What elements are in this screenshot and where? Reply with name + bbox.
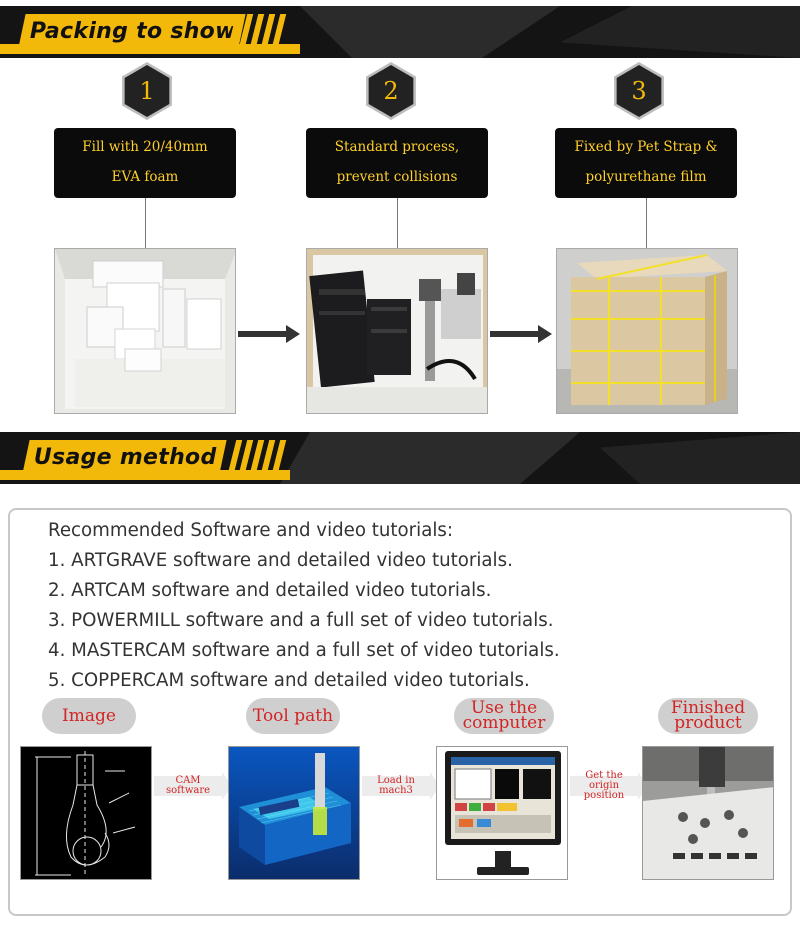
- wrapped-crate-photo: [556, 248, 738, 414]
- step-3-line1: Fixed by Pet Strap &: [574, 139, 718, 155]
- tool-path-image: [228, 746, 360, 880]
- step-box-3: Fixed by Pet Strap & polyurethane film: [555, 128, 737, 198]
- hook-drawing-image: [20, 746, 152, 880]
- software-intro: Recommended Software and video tutorials…: [48, 520, 454, 541]
- banner-stripes: [227, 14, 287, 48]
- usage-title: Usage method: [22, 440, 227, 474]
- eva-foam-photo: [54, 248, 236, 414]
- usage-banner: Usage method: [0, 432, 800, 484]
- connector-line: [646, 198, 647, 248]
- packing-banner: Packing to show: [0, 6, 800, 58]
- connector-load-mach3: Load in mach3: [362, 772, 440, 800]
- stage-label-tool-path: Tool path: [246, 698, 340, 734]
- software-item: 2. ARTCAM software and detailed video tu…: [48, 580, 492, 601]
- arrow-right-2: [490, 325, 552, 343]
- finished-product-image: [642, 746, 774, 880]
- step-3-line2: polyurethane film: [585, 169, 707, 185]
- step-1-line2: EVA foam: [111, 169, 179, 185]
- step-2-line2: prevent collisions: [336, 169, 458, 185]
- software-item: 5. COPPERCAM software and detailed video…: [48, 670, 530, 691]
- step-box-2: Standard process, prevent collisions: [306, 128, 488, 198]
- arrow-right-1: [238, 325, 300, 343]
- software-item: 3. POWERMILL software and a full set of …: [48, 610, 554, 631]
- banner-stripes: [227, 440, 287, 474]
- connector-origin-position: Get the origin position: [570, 771, 648, 801]
- connector-line: [397, 198, 398, 248]
- software-item: 4. MASTERCAM software and a full set of …: [48, 640, 560, 661]
- software-item: 1. ARTGRAVE software and detailed video …: [48, 550, 513, 571]
- packing-heading: Packing to show: [30, 18, 236, 44]
- usage-heading: Usage method: [34, 444, 217, 470]
- step-1-line1: Fill with 20/40mm: [82, 139, 208, 155]
- connector-line: [145, 198, 146, 248]
- step-box-1: Fill with 20/40mm EVA foam: [54, 128, 236, 198]
- packing-title: Packing to show: [18, 14, 246, 48]
- connector-cam-software: CAM software: [154, 772, 232, 800]
- stage-label-finished-product: Finished product: [658, 698, 758, 734]
- step-2-line1: Standard process,: [334, 139, 460, 155]
- computer-monitor-image: [436, 746, 568, 880]
- stage-label-image: Image: [42, 698, 136, 734]
- machine-in-box-photo: [306, 248, 488, 414]
- stage-label-use-computer: Use the computer: [454, 698, 554, 734]
